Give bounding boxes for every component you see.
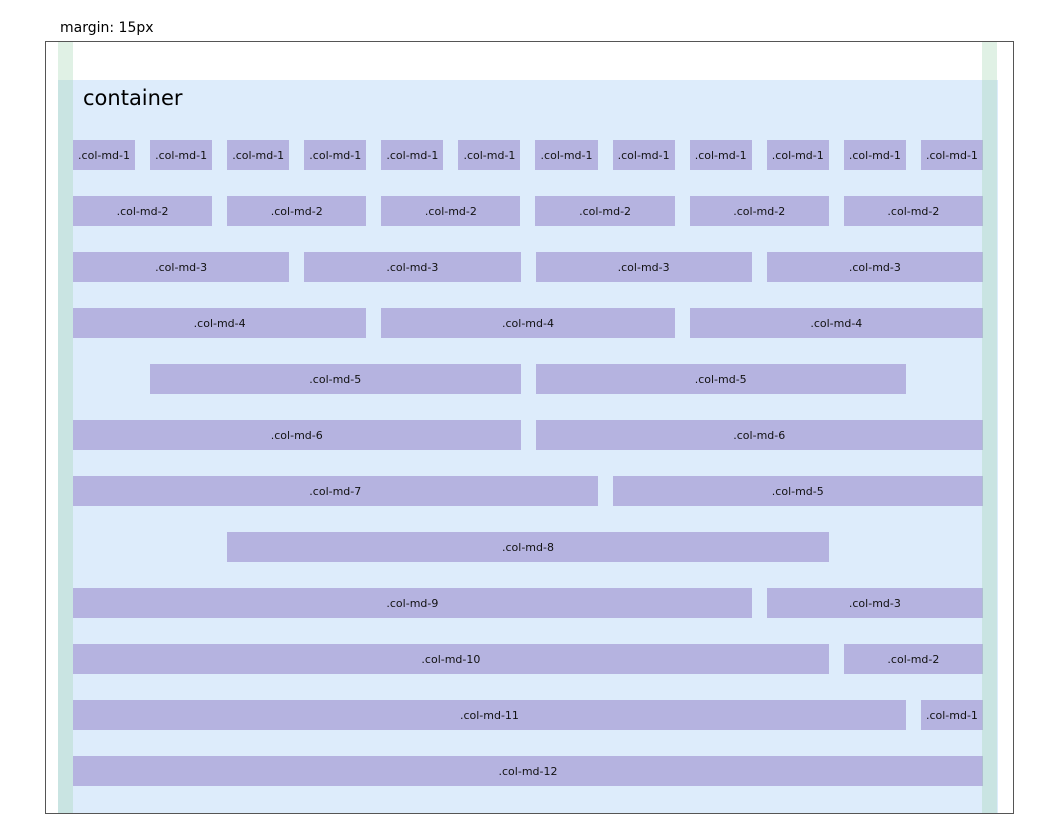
column-box: .col-md-1 <box>304 140 367 170</box>
column-box: .col-md-5 <box>150 364 521 394</box>
column-box: .col-md-4 <box>73 308 367 338</box>
column-box: .col-md-2 <box>843 196 983 226</box>
column-box: .col-md-5 <box>535 364 906 394</box>
right-margin-strip <box>982 42 997 813</box>
column-box: .col-md-1 <box>920 700 983 730</box>
column-box: .col-md-3 <box>304 252 521 282</box>
column-box: .col-md-3 <box>535 252 752 282</box>
grid-row: .col-md-9 .col-md-3 <box>73 588 983 618</box>
column-box: .col-md-8 <box>227 532 829 562</box>
column-box: .col-md-1 <box>535 140 598 170</box>
margin-annotation: margin: 15px <box>60 20 154 36</box>
column-box: .col-md-10 <box>73 644 829 674</box>
grid-row: .col-md-6 .col-md-6 <box>73 420 983 450</box>
column-box: .col-md-7 <box>73 476 598 506</box>
column-box: .col-md-1 <box>689 140 752 170</box>
grid-row: .col-md-5 .col-md-5 <box>73 364 983 394</box>
column-box: .col-md-3 <box>766 252 983 282</box>
column-box: .col-md-2 <box>843 644 983 674</box>
column-box: .col-md-2 <box>689 196 829 226</box>
grid-row: .col-md-1 .col-md-1 .col-md-1 .col-md-1 .col… <box>73 140 983 170</box>
grid-row: .col-md-8 <box>73 532 983 562</box>
container-label: container <box>83 86 183 110</box>
column-box: .col-md-12 <box>73 756 983 786</box>
column-box: .col-md-4 <box>689 308 983 338</box>
column-box: .col-md-1 <box>458 140 521 170</box>
column-box: .col-md-1 <box>73 140 136 170</box>
grid-rows: .col-md-1.col-md-1.col-md-1.col-md-1.col… <box>73 140 983 786</box>
column-box: .col-md-1 <box>920 140 983 170</box>
page-frame: container .col-md-1.col-md-1.col-md-1.co… <box>45 41 1014 814</box>
column-box: .col-md-2 <box>227 196 367 226</box>
column-box: .col-md-6 <box>73 420 521 450</box>
column-box: .col-md-2 <box>381 196 521 226</box>
column-box: .col-md-2 <box>535 196 675 226</box>
column-box: .col-md-5 <box>612 476 983 506</box>
column-box: .col-md-1 <box>612 140 675 170</box>
left-margin-strip <box>58 42 73 813</box>
column-box: .col-md-11 <box>73 700 906 730</box>
grid-row: .col-md-3 .col-md-3 .col-md-3 .col-md-3 <box>73 252 983 282</box>
grid-row: .col-md-10 .col-md-2 <box>73 644 983 674</box>
column-box: .col-md-1 <box>227 140 290 170</box>
grid-row: .col-md-4 .col-md-4 .col-md-4 <box>73 308 983 338</box>
grid-row: .col-md-2 .col-md-2 .col-md-2 .col-md-2 .col… <box>73 196 983 226</box>
column-box: .col-md-1 <box>843 140 906 170</box>
column-box: .col-md-1 <box>150 140 213 170</box>
column-box: .col-md-1 <box>381 140 444 170</box>
column-box: .col-md-4 <box>381 308 675 338</box>
column-box: .col-md-9 <box>73 588 752 618</box>
grid-row: .col-md-12 <box>73 756 983 786</box>
column-box: .col-md-3 <box>73 252 290 282</box>
column-box: .col-md-1 <box>766 140 829 170</box>
grid-row: .col-md-11 .col-md-1 <box>73 700 983 730</box>
column-box: .col-md-3 <box>766 588 983 618</box>
grid-row: .col-md-7 .col-md-5 <box>73 476 983 506</box>
column-box: .col-md-2 <box>73 196 213 226</box>
bootstrap-container: container .col-md-1.col-md-1.col-md-1.co… <box>58 80 998 813</box>
column-box: .col-md-6 <box>535 420 983 450</box>
